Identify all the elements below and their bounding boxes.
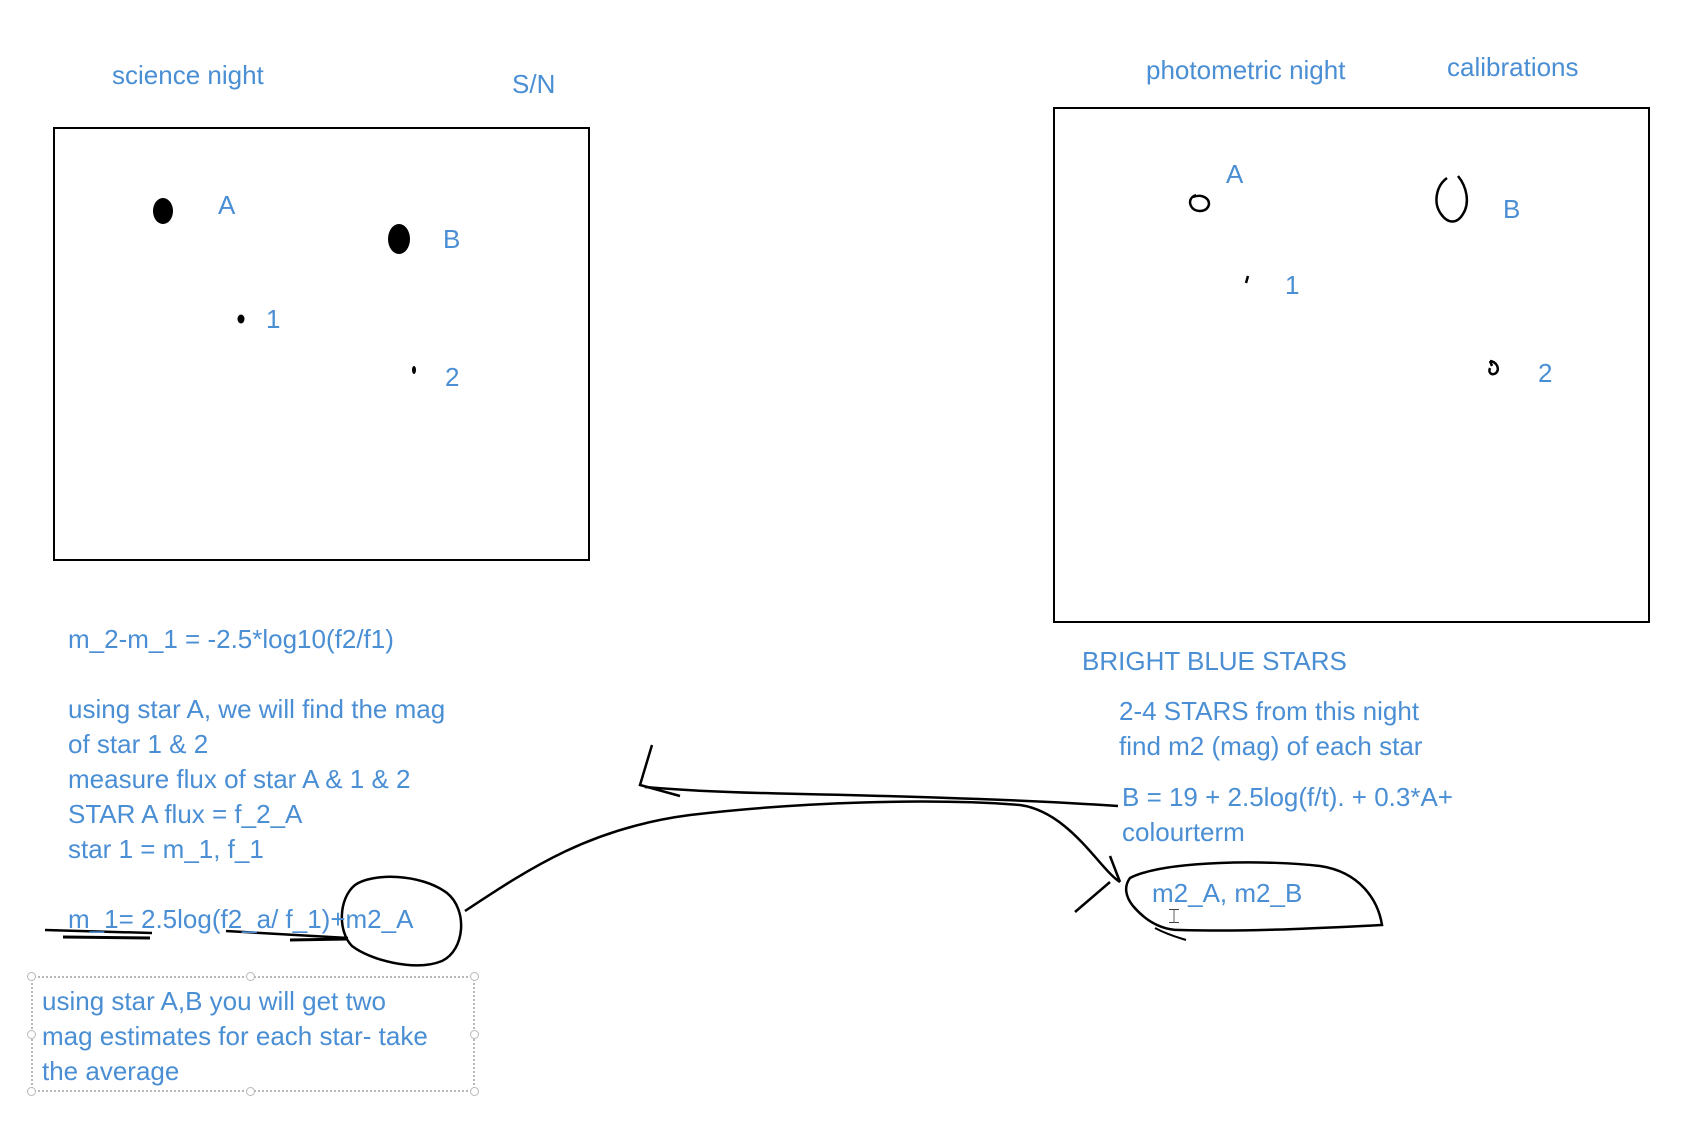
result-ellipse-tail: [1154, 927, 1187, 941]
resize-handle-bottom[interactable]: [246, 1087, 255, 1096]
resize-handle-bottom-right[interactable]: [470, 1087, 479, 1096]
magnitude-equation: m_2-m_1 = -2.5*log10(f2/f1): [68, 624, 394, 654]
science-star-1-label: 1: [266, 304, 281, 334]
science-star-b-label: B: [443, 224, 461, 254]
right-note-line-1: 2-4 STARS from this night: [1119, 696, 1420, 726]
text-box-line-3[interactable]: the average: [42, 1056, 180, 1086]
m1-formula: m_1= 2.5log(f2_a/ f_1)+m2_A: [68, 904, 414, 934]
photometric-star-a-mark: [1188, 193, 1211, 213]
resize-handle-top-left[interactable]: [27, 972, 36, 981]
science-star-a-dot: [153, 198, 173, 224]
left-note-line-3: measure flux of star A & 1 & 2: [68, 764, 411, 794]
resize-handle-left[interactable]: [27, 1030, 36, 1039]
science-star-2-label: 2: [445, 362, 460, 392]
left-note-line-1: using star A, we will find the mag: [68, 694, 446, 724]
result-ellipse: [1124, 861, 1384, 932]
formula-underline-left: [44, 928, 153, 935]
photometric-night-frame: [1053, 107, 1650, 623]
calibration-equation-line-1: B = 19 + 2.5log(f/t). + 0.3*A+: [1122, 782, 1453, 812]
resize-handle-top-right[interactable]: [470, 972, 479, 981]
science-star-1-dot: [237, 314, 245, 324]
text-box-line-2[interactable]: mag estimates for each star- take: [42, 1021, 428, 1051]
science-night-title: science night: [112, 60, 264, 90]
science-night-frame: [53, 127, 590, 561]
photometric-star-1-label: 1: [1285, 270, 1300, 300]
formula-underline-left-double: [62, 935, 151, 940]
text-cursor-icon: ⌶: [1168, 906, 1180, 928]
bright-blue-stars-heading: BRIGHT BLUE STARS: [1082, 646, 1347, 676]
photometric-star-1-mark: [1244, 275, 1250, 284]
formula-underline-right: [225, 929, 349, 940]
science-star-a-label: A: [218, 190, 236, 220]
selected-text-box[interactable]: [27, 972, 479, 1096]
formula-underline-right-double: [289, 937, 349, 942]
science-star-2-dot: [412, 366, 416, 374]
resize-handle-bottom-left[interactable]: [27, 1087, 36, 1096]
photometric-star-b-label: B: [1503, 194, 1521, 224]
text-box-line-1[interactable]: using star A,B you will get two: [42, 986, 386, 1016]
connector-arrowhead: [1074, 855, 1122, 913]
resize-handle-top[interactable]: [246, 972, 255, 981]
m2a-circle: [340, 875, 463, 967]
photometric-star-2-label: 2: [1538, 358, 1553, 388]
arrow-to-left-head: [638, 744, 681, 798]
photometric-star-a-label: A: [1226, 159, 1244, 189]
arrow-to-left-shaft: [644, 785, 1119, 808]
calibration-equation-line-2: colourterm: [1122, 817, 1245, 847]
left-note-line-2: of star 1 & 2: [68, 729, 209, 759]
photometric-star-b-mark: [1435, 175, 1469, 223]
left-note-line-5: star 1 = m_1, f_1: [68, 834, 264, 864]
calibrations-label: calibrations: [1447, 52, 1579, 82]
left-note-line-4: STAR A flux = f_2_A: [68, 799, 303, 829]
result-magnitudes: m2_A, m2_B: [1152, 878, 1303, 908]
resize-handle-right[interactable]: [470, 1030, 479, 1039]
photometric-night-title: photometric night: [1146, 55, 1346, 85]
science-star-b-dot: [388, 224, 410, 254]
photometric-star-2-mark: [1488, 359, 1499, 376]
sn-label: S/N: [512, 69, 556, 99]
right-note-line-2: find m2 (mag) of each star: [1119, 731, 1423, 761]
connector-curve: [464, 800, 1121, 913]
